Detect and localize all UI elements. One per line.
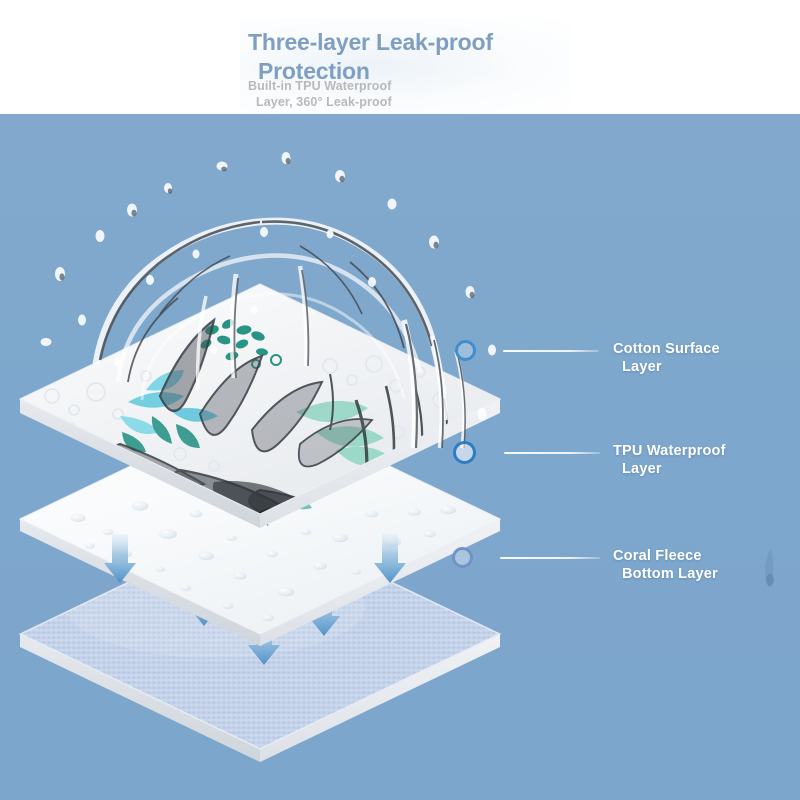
flow-arrow-down <box>104 534 136 583</box>
page-title-line-2: Protection <box>258 57 370 84</box>
flow-arrow-group-upper <box>104 534 406 583</box>
layer-label-cotton-surface: Cotton Surface Layer <box>613 341 800 376</box>
leaf-print-cyan <box>120 370 218 453</box>
page-subtitle-line-1: Built-in TPU Waterproof <box>248 79 392 93</box>
layer-label-tpu-waterproof-line-1: TPU Waterproof <box>613 443 726 459</box>
page-subtitle: Built-in TPU Waterproof Layer, 360° Leak… <box>248 78 548 110</box>
splash-droplets-dark <box>59 157 475 299</box>
page-title-line-1: Three-layer Leak-proof <box>248 29 493 55</box>
layer-label-coral-fleece-bottom-line-2: Bottom Layer <box>622 565 718 582</box>
layer-label-coral-fleece-bottom: Coral Fleece Bottom Layer <box>613 548 800 583</box>
water-bead-cluster <box>70 501 456 629</box>
header-band: Three-layer Leak-proof Protection Built-… <box>0 0 800 114</box>
layer-label-coral-fleece-bottom-line-1: Coral Fleece <box>613 548 702 564</box>
layer-label-tpu-waterproof-line-2: Layer <box>622 460 662 477</box>
water-splash-crown <box>40 152 496 449</box>
layer-marker-cotton-surface[interactable] <box>455 340 476 361</box>
leader-line-tpu-waterproof <box>504 452 600 454</box>
flow-arrow-down <box>374 534 406 583</box>
layer-marker-tpu-waterproof[interactable] <box>453 441 476 464</box>
splash-droplets <box>40 152 496 420</box>
page-subtitle-line-2: Layer, 360° Leak-proof <box>256 95 392 109</box>
layer-label-cotton-surface-line-1: Cotton Surface <box>613 341 720 357</box>
layer-label-cotton-surface-line-2: Layer <box>622 358 662 375</box>
layer-label-tpu-waterproof: TPU Waterproof Layer <box>613 443 800 478</box>
leader-line-coral-fleece-bottom <box>500 557 600 559</box>
layer-marker-coral-fleece-bottom[interactable] <box>452 547 473 568</box>
leader-line-cotton-surface <box>503 350 599 352</box>
illustration-stage: Cotton Surface Layer TPU Waterproof Laye… <box>0 114 800 800</box>
page-title: Three-layer Leak-proof Protection <box>248 28 548 85</box>
exploded-layer-diagram <box>18 152 502 762</box>
